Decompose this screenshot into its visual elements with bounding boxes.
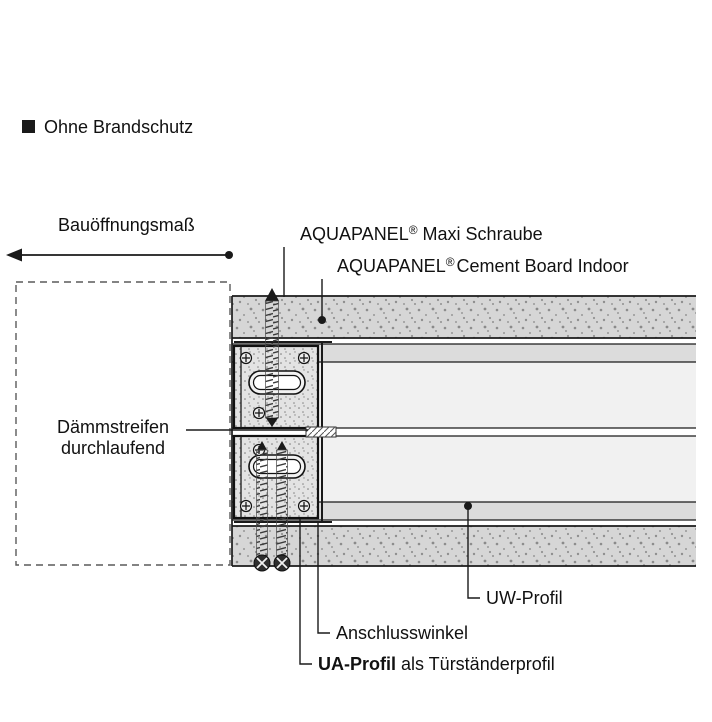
- callout-uw-profil: UW-Profil: [464, 502, 563, 608]
- cement-board-bottom: [232, 526, 696, 566]
- uw-flange-top: [232, 344, 696, 362]
- dimension-arrow-icon: [6, 248, 22, 262]
- heading-bullet-icon: [22, 120, 35, 133]
- heading: Ohne Brandschutz: [22, 117, 193, 137]
- daemmstreifen-strip: [305, 426, 337, 438]
- uw-flange-bottom: [232, 502, 696, 520]
- label-daemmstreifen-line2: durchlaufend: [61, 438, 165, 458]
- callout-daemmstreifen: Dämmstreifen durchlaufend: [57, 417, 308, 458]
- callout-maxi-schraube: AQUAPANEL®Maxi Schraube: [283, 223, 543, 297]
- leader-anschlusswinkel: [317, 523, 330, 634]
- screw-bottom-left: [253, 441, 271, 572]
- screw-bottom-right: [273, 441, 291, 572]
- wall-assembly: [231, 295, 696, 567]
- dimension-end-dot: [225, 251, 233, 259]
- label-anschlusswinkel: Anschlusswinkel: [336, 623, 468, 643]
- label-daemmstreifen-line1: Dämmstreifen: [57, 417, 169, 437]
- leader-ua-profil: [299, 519, 312, 665]
- cement-board-top: [232, 296, 696, 338]
- label-uw-profil: UW-Profil: [486, 588, 563, 608]
- dimension-label: Bauöffnungsmaß: [58, 215, 195, 235]
- callout-anschlusswinkel: Anschlusswinkel: [317, 523, 468, 643]
- leader-uw-profil: [467, 506, 480, 599]
- leader-dot-cement-board: [318, 316, 326, 324]
- door-opening-outline: [15, 281, 231, 566]
- label-cement-board: AQUAPANEL®Cement Board Indoor: [337, 255, 629, 276]
- dimension-bauoeffnungsmass: Bauöffnungsmaß: [6, 215, 233, 262]
- label-maxi-schraube: AQUAPANEL®Maxi Schraube: [300, 223, 543, 244]
- screw-top: [265, 288, 279, 427]
- ua-profile-bottom: [232, 434, 320, 520]
- fastener-cross-icons-top: [239, 351, 311, 420]
- callout-cement-board: AQUAPANEL®Cement Board Indoor: [318, 255, 629, 324]
- heading-label: Ohne Brandschutz: [44, 117, 193, 137]
